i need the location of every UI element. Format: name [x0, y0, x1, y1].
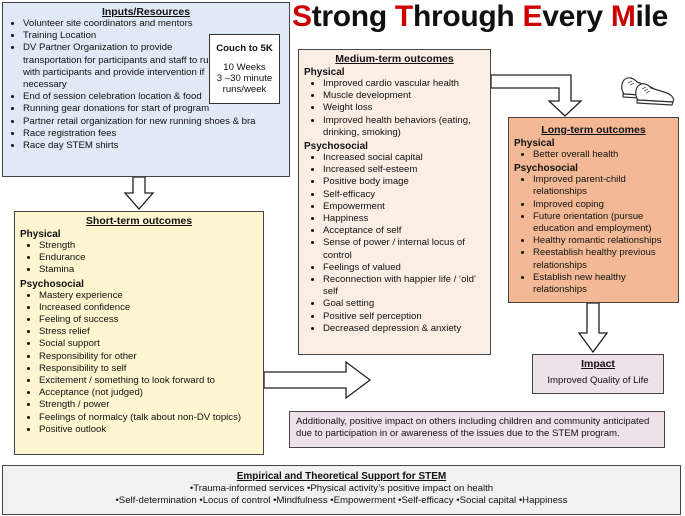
list-item: Reconnection with happier life / ‘old’ s… — [323, 274, 485, 298]
medium-physical-list: Improved cardio vascular health Muscle d… — [304, 78, 485, 139]
short-term-outcomes-box: Short-term outcomes Physical Strength En… — [14, 211, 264, 455]
list-item: Responsibility to self — [39, 363, 258, 375]
title-word-1: Strong — [292, 0, 387, 33]
short-title: Short-term outcomes — [85, 215, 193, 227]
list-item: Acceptance (not judged) — [39, 387, 258, 399]
medium-title: Medium-term outcomes — [335, 53, 454, 65]
list-item: Increased self-esteem — [323, 164, 485, 176]
long-physical-list: Better overall health — [514, 149, 673, 161]
support-line-2: •Self-determination •Locus of control •M… — [115, 495, 568, 506]
list-item: Sense of power / internal locus of contr… — [323, 237, 485, 261]
couch-weeks: 10 Weeks — [223, 62, 266, 73]
additional-impact-note: Additionally, positive impact on others … — [289, 411, 665, 448]
long-psychosocial-list: Improved parent-child relationships Impr… — [514, 174, 673, 296]
list-item: Decreased depression & anxiety — [323, 323, 485, 335]
arrow-medium-to-long — [490, 74, 583, 117]
arrow-inputs-to-short — [123, 176, 155, 210]
impact-box: Impact Improved Quality of Life — [532, 354, 664, 394]
short-psychosocial-label: Psychosocial — [20, 278, 84, 290]
list-item: Healthy romantic relationships — [533, 235, 673, 247]
medium-psychosocial-label: Psychosocial — [304, 141, 368, 153]
list-item: Strength / power — [39, 399, 258, 411]
list-item: Happiness — [323, 213, 485, 225]
long-title: Long-term outcomes — [541, 124, 646, 136]
empirical-support-box: Empirical and Theoretical Support for ST… — [2, 465, 681, 515]
list-item: Feelings of valued — [323, 262, 485, 274]
list-item: Responsibility for other — [39, 351, 258, 363]
couch-schedule: 3 –30 minute runs/week — [216, 73, 273, 95]
list-item: Feelings of normalcy (talk about non-DV … — [39, 412, 258, 424]
medium-physical-label: Physical — [304, 67, 345, 78]
list-item: Improved health behaviors (eating, drink… — [323, 115, 485, 139]
list-item: Improved coping — [533, 199, 673, 211]
list-item: Better overall health — [533, 149, 673, 161]
list-item: Stamina — [39, 264, 258, 276]
list-item: Empowerment — [323, 201, 485, 213]
list-item: Improved parent-child relationships — [533, 174, 673, 198]
impact-title: Impact — [581, 358, 615, 370]
long-psychosocial-label: Psychosocial — [514, 163, 578, 175]
list-item: Running gear donations for start of prog… — [23, 103, 218, 115]
list-item: Increased social capital — [323, 152, 485, 164]
list-item: Positive self perception — [323, 311, 485, 323]
support-line-1: •Trauma-informed services •Physical acti… — [189, 483, 494, 494]
list-item: Future orientation (pursue education and… — [533, 211, 673, 235]
list-item: DV Partner Organization to provide trans… — [23, 42, 218, 91]
arrow-long-to-impact — [577, 302, 609, 354]
short-physical-label: Physical — [20, 229, 61, 240]
couch-to-5k-box: Couch to 5K 10 Weeks 3 –30 minute runs/w… — [209, 34, 280, 104]
couch-title: Couch to 5K — [216, 43, 273, 54]
medium-psychosocial-list: Increased social capital Increased self-… — [304, 152, 485, 335]
short-physical-list: Strength Endurance Stamina — [20, 240, 258, 277]
list-item: Stress relief — [39, 326, 258, 338]
long-term-outcomes-box: Long-term outcomes Physical Better overa… — [508, 117, 679, 303]
title-word-2: Through — [394, 0, 515, 33]
list-item: Partner retail organization for new runn… — [23, 116, 288, 128]
running-shoes-icon — [621, 77, 675, 106]
list-item: Feeling of success — [39, 314, 258, 326]
list-item: Endurance — [39, 252, 258, 264]
inputs-title: Inputs/Resources — [101, 6, 191, 18]
list-item: Self-efficacy — [323, 189, 485, 201]
list-item: Excitement / something to look forward t… — [39, 375, 258, 387]
list-item: Mastery experience — [39, 290, 258, 302]
impact-value: Improved Quality of Life — [547, 375, 649, 386]
long-physical-label: Physical — [514, 138, 555, 149]
list-item: Goal setting — [323, 298, 485, 310]
list-item: Social support — [39, 338, 258, 350]
list-item: Weight loss — [323, 102, 485, 114]
list-item: Training Location — [23, 30, 218, 42]
list-item: Acceptance of self — [323, 225, 485, 237]
list-item: Establish new healthy relationships — [533, 272, 673, 296]
support-title: Empirical and Theoretical Support for ST… — [236, 471, 447, 482]
list-item: Positive body image — [323, 176, 485, 188]
list-item: Reestablish healthy previous relationshi… — [533, 247, 673, 271]
list-item: End of session celebration location & fo… — [23, 91, 218, 103]
list-item: Volunteer site coordinators and mentors — [23, 18, 218, 30]
short-psychosocial-list: Mastery experience Increased confidence … — [20, 290, 258, 436]
page-title: Strong Through Every Mile — [292, 0, 668, 34]
list-item: Race day STEM shirts — [23, 140, 218, 152]
list-item: Positive outlook — [39, 424, 258, 436]
title-word-4: Mile — [610, 0, 668, 33]
arrow-short-to-medium — [263, 360, 372, 400]
list-item: Increased confidence — [39, 302, 258, 314]
list-item: Muscle development — [323, 90, 485, 102]
list-item: Race registration fees — [23, 128, 218, 140]
medium-term-outcomes-box: Medium-term outcomes Physical Improved c… — [298, 49, 491, 355]
title-word-3: Every — [522, 0, 604, 33]
list-item: Improved cardio vascular health — [323, 78, 485, 90]
inputs-list: Volunteer site coordinators and mentors … — [9, 18, 256, 152]
list-item: Strength — [39, 240, 258, 252]
